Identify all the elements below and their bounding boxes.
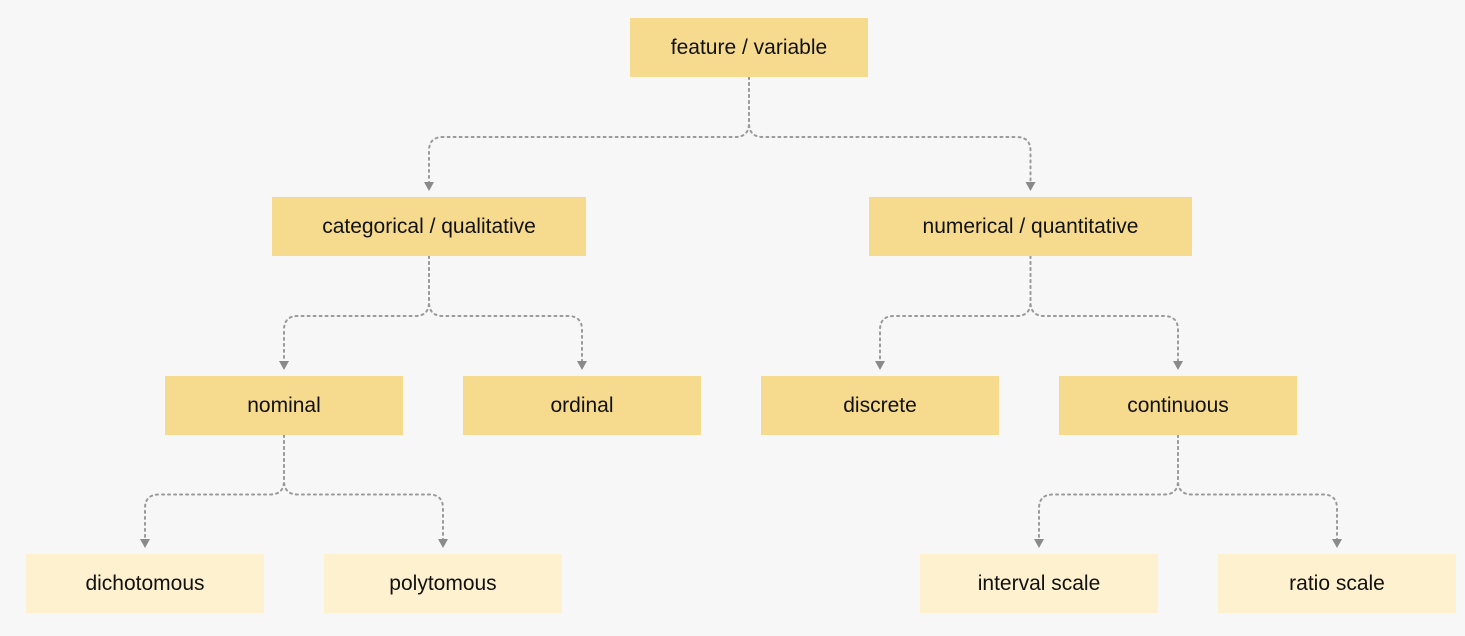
node-box-ordinal (463, 376, 701, 435)
node-box-continuous (1059, 376, 1297, 435)
node-continuous: continuous (1059, 376, 1297, 435)
edge-continuous-to-interval (1038, 434, 1179, 541)
edge-categorical-to-nominal (283, 255, 430, 363)
node-polytomous: polytomous (324, 554, 562, 613)
node-label-feature: feature / variable (671, 36, 827, 59)
arrow-head-icon (1034, 539, 1044, 548)
arrow-head-icon (1025, 182, 1036, 191)
node-ordinal: ordinal (463, 376, 701, 435)
node-box-ratio (1218, 554, 1456, 613)
node-label-continuous: continuous (1127, 394, 1229, 417)
node-interval: interval scale (920, 554, 1158, 613)
edge-categorical-to-ordinal (428, 255, 583, 363)
node-feature: feature / variable (630, 18, 868, 77)
edge-nominal-to-dichotomous (144, 434, 285, 541)
node-box-interval (920, 554, 1158, 613)
edge-feature-to-categorical (428, 76, 750, 184)
node-box-numerical (869, 197, 1192, 256)
node-categorical: categorical / qualitative (272, 197, 586, 256)
node-label-ratio: ratio scale (1289, 572, 1385, 595)
node-label-dichotomous: dichotomous (85, 572, 204, 595)
edge-feature-to-numerical (748, 76, 1032, 184)
node-box-nominal (165, 376, 403, 435)
arrow-head-icon (438, 539, 448, 548)
edges-layer (140, 76, 1342, 548)
node-nominal: nominal (165, 376, 403, 435)
node-label-categorical: categorical / qualitative (322, 215, 536, 238)
node-numerical: numerical / quantitative (869, 197, 1192, 256)
node-box-dichotomous (26, 554, 264, 613)
node-label-nominal: nominal (247, 394, 321, 417)
arrow-head-icon (424, 182, 434, 191)
arrow-head-icon (1173, 361, 1183, 370)
edge-nominal-to-polytomous (283, 434, 444, 541)
node-discrete: discrete (761, 376, 999, 435)
node-label-discrete: discrete (843, 394, 917, 417)
edge-continuous-to-ratio (1177, 434, 1338, 541)
node-box-discrete (761, 376, 999, 435)
edge-numerical-to-discrete (879, 255, 1032, 363)
nodes-layer: feature / variable categorical / qualitat… (26, 18, 1456, 613)
edge-numerical-to-continuous (1029, 255, 1179, 363)
node-label-polytomous: polytomous (389, 572, 496, 595)
node-dichotomous: dichotomous (26, 554, 264, 613)
arrow-head-icon (1332, 539, 1342, 548)
arrow-head-icon (279, 361, 289, 370)
node-box-polytomous (324, 554, 562, 613)
arrow-head-icon (140, 539, 150, 548)
node-label-numerical: numerical / quantitative (923, 215, 1139, 238)
node-label-interval: interval scale (978, 572, 1101, 595)
arrow-head-icon (875, 361, 885, 370)
node-box-categorical (272, 197, 586, 256)
node-label-ordinal: ordinal (550, 394, 613, 417)
arrow-head-icon (577, 361, 587, 370)
node-ratio: ratio scale (1218, 554, 1456, 613)
node-box-feature (630, 18, 868, 77)
